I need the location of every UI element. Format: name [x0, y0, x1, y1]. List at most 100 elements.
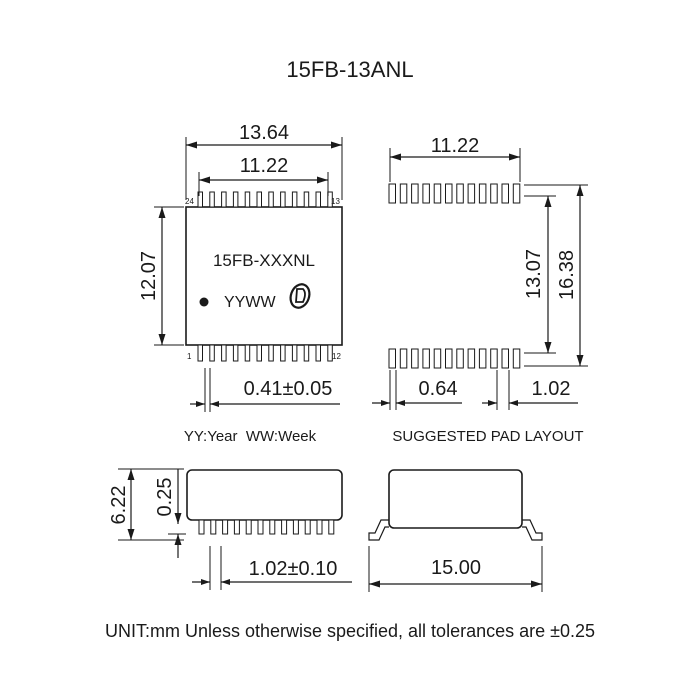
dim-body-height: 12.07 [138, 251, 160, 301]
solder-pad [501, 183, 509, 204]
side-lead [269, 519, 276, 535]
dim-pad-outer: 16.38 [556, 250, 578, 300]
package-pin [244, 191, 251, 208]
solder-pad [411, 183, 419, 204]
pin-13-label: 13 [331, 197, 340, 206]
date-code-marking: YYWW [224, 294, 276, 311]
side-lead [328, 519, 335, 535]
top-pin-row [197, 191, 333, 208]
dim-lead-pitch: 1.02±0.10 [249, 558, 338, 580]
solder-pad [399, 183, 408, 204]
package-pin [315, 344, 321, 362]
dim-overall-width: 13.64 [239, 122, 289, 144]
dim-side-height: 6.22 [108, 486, 130, 525]
end-view: 15.00 [368, 469, 543, 592]
package-pin [221, 191, 227, 208]
gull-wing-lead-left [368, 519, 389, 541]
side-lead [292, 519, 299, 535]
gull-wing-lead-right [522, 519, 543, 541]
date-code-legend: YY:Year WW:Week [184, 428, 317, 445]
package-pin [280, 344, 286, 362]
side-lead [316, 519, 323, 535]
package-pin [244, 344, 251, 362]
side-lead [281, 519, 288, 535]
pin-24-label: 24 [185, 197, 194, 206]
package-pin [197, 191, 203, 208]
package-body-side [186, 469, 343, 521]
dim-pad-width: 0.64 [419, 378, 458, 400]
pin-1-label: 1 [187, 352, 192, 361]
lower-pad-row [388, 348, 521, 369]
pad-layout-caption: SUGGESTED PAD LAYOUT [392, 428, 583, 445]
side-lead [198, 519, 205, 535]
package-pin [209, 191, 215, 208]
footnote-units: UNIT:mm Unless otherwise specified, all … [105, 621, 595, 641]
dim-pad-inner: 13.07 [523, 249, 545, 299]
solder-pad [456, 348, 464, 369]
package-body-end [388, 469, 523, 529]
package-pin [256, 191, 262, 208]
bottom-pin-row [197, 344, 333, 362]
package-pin [303, 344, 310, 362]
side-lead [245, 519, 252, 535]
pin1-dot [199, 297, 209, 307]
side-lead [304, 519, 311, 535]
solder-pad [399, 348, 408, 369]
solder-pad [411, 348, 419, 369]
solder-pad [388, 348, 396, 369]
side-lead [222, 519, 229, 535]
solder-pad [512, 183, 521, 204]
package-pin [268, 191, 274, 208]
solder-pad [456, 183, 464, 204]
package-pin [327, 191, 333, 208]
solder-pad [445, 183, 453, 204]
package-pin [232, 344, 239, 362]
solder-pad [501, 348, 509, 369]
solder-pad [422, 183, 430, 204]
solder-pad [512, 348, 521, 369]
top-view: 24 13 1 12 15FB-XXXNL YYWW 13.64 11.22 1 [138, 122, 343, 445]
side-view: 6.22 0.25 1.02±0.10 [108, 468, 352, 590]
package-pin [303, 191, 310, 208]
solder-pad [422, 348, 430, 369]
package-pin [268, 344, 274, 362]
solder-pad [478, 348, 487, 369]
package-pin [291, 191, 298, 208]
drawing-title: 15FB-13ANL [286, 57, 413, 82]
package-pin [315, 191, 321, 208]
package-pin [291, 344, 298, 362]
solder-pad [433, 348, 442, 369]
solder-pad [478, 183, 487, 204]
upper-pad-row [388, 183, 521, 204]
solder-pad [467, 183, 476, 204]
dim-end-length: 15.00 [431, 557, 481, 579]
side-lead [233, 519, 240, 535]
dim-lead-width: 0.41±0.05 [244, 378, 333, 400]
package-pin [209, 344, 215, 362]
solder-pad [467, 348, 476, 369]
solder-pad [433, 183, 442, 204]
side-lead [210, 519, 217, 535]
package-pin [327, 344, 333, 362]
package-pin [197, 344, 203, 362]
dim-pad-span: 11.22 [431, 135, 480, 157]
solder-pad [490, 348, 498, 369]
brand-logo-icon [289, 283, 311, 309]
package-pin [280, 191, 286, 208]
dim-standoff: 0.25 [154, 478, 176, 517]
pin-12-label: 12 [332, 352, 341, 361]
package-pin [221, 344, 227, 362]
package-body-top [185, 206, 343, 346]
package-pin [232, 191, 239, 208]
solder-pad [445, 348, 453, 369]
pad-layout-view: 11.22 13.07 16.38 0.64 1.02 SUGGESTED PA… [372, 135, 588, 445]
part-marking: 15FB-XXXNL [213, 251, 315, 270]
side-lead-row [198, 519, 335, 535]
side-lead [257, 519, 264, 535]
solder-pad [388, 183, 396, 204]
dim-pad-pitch: 1.02 [532, 378, 571, 400]
dim-pin-span: 11.22 [240, 155, 289, 177]
solder-pad [490, 183, 498, 204]
package-pin [256, 344, 262, 362]
